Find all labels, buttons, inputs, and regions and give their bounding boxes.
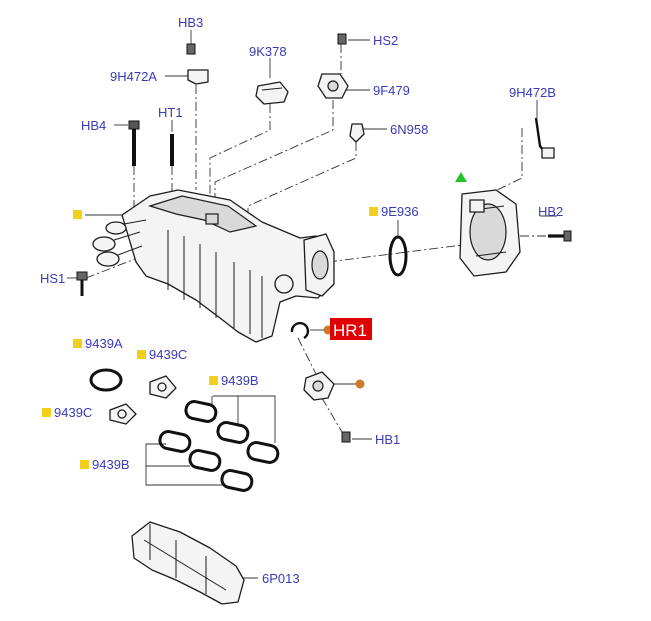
marker-orange-sensor [355,379,365,389]
label-hb2: HB2 [538,204,563,219]
label-9439a: 9439A [85,336,123,351]
connector-6n958 [349,123,365,143]
label-9e936: 9E936 [381,204,419,219]
label-6p013: 6P013 [262,571,300,586]
label-9h472b: 9H472B [509,85,556,100]
marker-yellow-9439c-left [42,408,51,417]
marker-yellow-manifold [73,210,82,219]
label-9f479: 9F479 [373,83,410,98]
label-9h472a: 9H472A [110,69,157,84]
marker-yellow-9439b-lower [80,460,89,469]
marker-yellow-9e936 [369,207,378,216]
label-hr1: HR1 [333,321,367,340]
label-hs2: HS2 [373,33,398,48]
label-9439c-right: 9439C [149,347,187,362]
cover-6p013 [131,521,245,605]
bolt-hb4 [128,120,140,166]
bolt-hb3 [186,43,196,55]
marker-yellow-9439c-right [137,350,146,359]
sensor-9k378 [255,81,289,105]
part-labels: HB3 9H472A 9K378 HS2 9F479 9H472B HB4 HT… [40,15,563,586]
label-hb3: HB3 [178,15,203,30]
leader-lines [67,30,557,579]
bolt-hb1 [341,431,351,443]
label-9439b-upper: 9439B [221,373,259,388]
label-9k378: 9K378 [249,44,287,59]
marker-yellow-9439b-upper [209,376,218,385]
gasket-9439c-left [109,403,137,425]
label-hs1: HS1 [40,271,65,286]
label-9439c-left: 9439C [54,405,92,420]
seal-hr1 [290,321,310,340]
markers [42,172,467,469]
bolt-hs1 [76,271,88,296]
label-ht1: HT1 [158,105,183,120]
label-hb4: HB4 [81,118,106,133]
gasket-9439a [89,368,123,392]
bolt-hb2 [548,230,572,242]
label-6n958: 6N958 [390,122,428,137]
o-ring-9e936 [388,235,408,277]
bracket-9h472b [534,117,555,159]
throttle-body [459,189,521,277]
gasket-9439c-right [149,375,177,399]
sensor-9f479 [317,73,349,99]
gaskets-9439b-lower [158,430,254,492]
label-hb1: HB1 [375,432,400,447]
sensor-lower [303,371,335,401]
bolt-hs2 [337,33,347,45]
label-9439b-lower: 9439B [92,457,130,472]
hr1-highlight-box [330,318,372,340]
gaskets-9439b-upper [184,400,280,464]
intake-manifold [92,189,335,343]
bracket-9h472a [187,69,209,85]
marker-yellow-9439a [73,339,82,348]
marker-green-throttle [455,172,467,182]
